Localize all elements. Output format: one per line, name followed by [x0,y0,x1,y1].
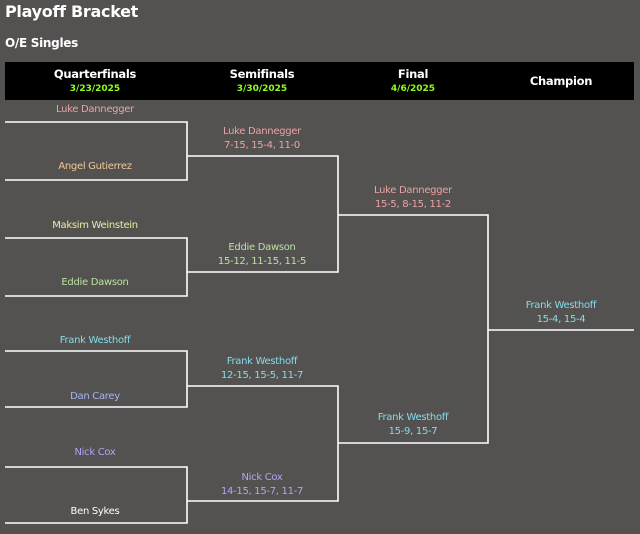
final-result: Luke Dannegger 15-5, 8-15, 11-2 [328,184,498,212]
match-score: 15-12, 11-15, 11-5 [217,256,307,267]
qf-player: Frank Westhoff [59,335,131,346]
winner-name: Luke Dannegger [223,126,301,137]
sf-match-1-connector [187,155,339,273]
qf-match-4-connector [5,466,188,524]
round-label: Quarterfinals [53,67,137,81]
winner-name: Frank Westhoff [226,356,298,367]
round-final: Final 4/6/2025 [338,62,488,94]
qf-player: Eddie Dawson [61,277,129,288]
round-date: 4/6/2025 [390,84,436,94]
final-connector [338,214,489,444]
match-score: 7-15, 15-4, 11-0 [223,140,300,151]
round-date: 3/23/2025 [69,84,121,94]
match-score: 15-5, 8-15, 11-2 [374,199,451,210]
winner-name: Nick Cox [241,472,283,483]
match-score: 15-9, 15-7 [388,426,438,437]
qf-match-1-connector [5,121,188,181]
sf-result: Frank Westhoff 12-15, 15-5, 11-7 [177,355,347,383]
qf-player: Maksim Weinstein [52,220,138,231]
round-label: Semifinals [229,67,295,81]
champion-result: Frank Westhoff 15-4, 15-4 [476,299,640,327]
bracket-subtitle: O/E Singles [5,36,78,50]
winner-name: Luke Dannegger [374,185,452,196]
final-result: Frank Westhoff 15-9, 15-7 [328,411,498,439]
sf-result: Luke Dannegger 7-15, 15-4, 11-0 [177,125,347,153]
sf-result: Nick Cox 14-15, 15-7, 11-7 [177,471,347,499]
round-date: 3/30/2025 [236,84,288,94]
page-title: Playoff Bracket [5,2,139,21]
qf-player: Luke Dannegger [56,104,134,115]
qf-player: Ben Sykes [70,506,120,517]
match-score: 12-15, 15-5, 11-7 [220,370,304,381]
match-score: 14-15, 15-7, 11-7 [220,486,304,497]
winner-name: Frank Westhoff [377,412,449,423]
round-label: Final [397,67,429,81]
rounds-header: Quarterfinals 3/23/2025 Semifinals 3/30/… [5,62,634,100]
round-semifinals: Semifinals 3/30/2025 [187,62,337,94]
qf-player: Nick Cox [74,447,116,458]
round-label: Champion [529,74,593,88]
sf-result: Eddie Dawson 15-12, 11-15, 11-5 [177,241,347,269]
champion-name: Frank Westhoff [525,300,597,311]
qf-player: Angel Gutierrez [58,161,132,172]
round-champion: Champion [486,62,636,88]
qf-player: Dan Carey [70,391,120,402]
qf-match-2-connector [5,237,188,297]
match-score: 15-4, 15-4 [536,314,586,325]
qf-match-3-connector [5,350,188,408]
round-quarterfinals: Quarterfinals 3/23/2025 [20,62,170,94]
winner-name: Eddie Dawson [228,242,296,253]
